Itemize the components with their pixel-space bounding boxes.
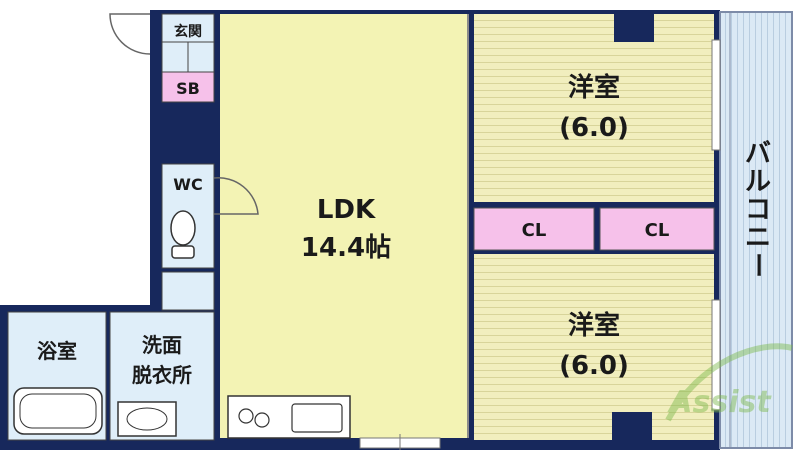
- closet-right-label: CL: [645, 220, 670, 241]
- western-room-top: [474, 14, 714, 202]
- balcony-label-char: ニ: [745, 223, 771, 253]
- western-bottom-size-label: (6.0): [559, 351, 629, 381]
- balcony-label-char: コ: [745, 195, 771, 225]
- kitchen-counter: [227, 395, 351, 439]
- watermark-logo: Assist: [665, 343, 793, 422]
- genkan-label: 玄関: [174, 23, 202, 40]
- wc: [161, 163, 259, 269]
- ldk-room: [220, 14, 469, 438]
- western-room-bottom: [474, 254, 714, 440]
- western-top-size-label: (6.0): [559, 113, 629, 143]
- washroom-label-line2: 脱衣所: [132, 363, 192, 387]
- washroom-label-line1: 洗面: [142, 333, 182, 357]
- washroom: [109, 311, 215, 441]
- balcony-label-char: ー: [742, 252, 772, 278]
- balcony-label-char: ル: [745, 167, 771, 197]
- bath-label: 浴室: [37, 339, 77, 363]
- western-bottom-name-label: 洋室: [568, 310, 620, 341]
- balcony: [719, 11, 793, 449]
- balcony-label-char: バ: [745, 139, 771, 169]
- watermark-text: Assist: [667, 385, 772, 420]
- western-top-name-label: 洋室: [568, 72, 620, 103]
- wc-label: WC: [173, 175, 202, 194]
- closet-left: [473, 207, 595, 251]
- ldk-size-label: 14.4帖: [301, 233, 391, 263]
- ldk-name-label: LDK: [317, 195, 376, 225]
- entrance: [109, 13, 215, 103]
- storage: [161, 271, 215, 311]
- bath: [7, 311, 107, 441]
- closet-left-label: CL: [522, 220, 547, 241]
- windows: [359, 39, 721, 450]
- closet-right: [599, 207, 715, 251]
- sb-label: SB: [176, 79, 200, 98]
